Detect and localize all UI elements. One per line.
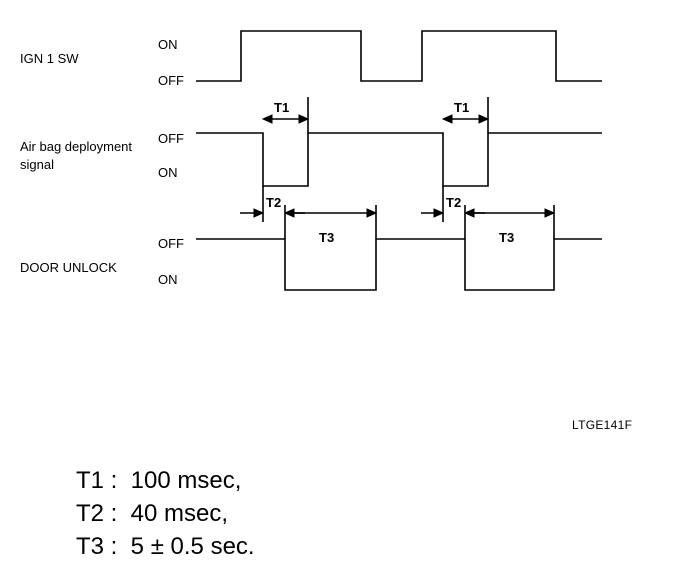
figure-code: LTGE141F [572,418,633,432]
t3-arrowhead-right-1 [366,208,378,218]
legend-row-t2: T2 : 40 msec, [76,500,229,527]
door-unlock-waveform [196,238,602,291]
level-label-airbag-on: ON [158,165,178,180]
airbag-signal-waveform [196,132,602,187]
t3-arrowhead-right-2 [544,208,556,218]
legend-row-t1: T1 : 100 msec, [76,467,242,494]
signal-name-airbag-line-2: signal [20,157,54,172]
level-label-ign-on: ON [158,37,178,52]
ign-sw-waveform [196,30,602,82]
level-label-airbag-off: OFF [158,131,184,146]
t1-label-1: T1 [274,100,290,115]
t2-label-2: T2 [446,195,462,210]
t1-arrowhead-left-1 [261,114,273,124]
level-label-ign-off: OFF [158,73,184,88]
t1-label-2: T1 [454,100,470,115]
legend-row-t3: T3 : 5 ± 0.5 sec. [76,533,255,560]
signal-name-ign-sw: IGN 1 SW [20,51,79,66]
t1-arrowhead-right-2 [478,114,490,124]
t1-arrowhead-left-2 [441,114,453,124]
level-label-door-off: OFF [158,236,184,251]
t1-arrowhead-right-1 [298,114,310,124]
t3-label-2: T3 [499,230,515,245]
t2-label-1: T2 [266,195,282,210]
t3-label-1: T3 [319,230,335,245]
timing-legend: T1 : 100 msec, T2 : 40 msec, T3 : 5 ± 0.… [76,464,255,563]
t2-arrowhead-left-1 [253,208,265,218]
t2-arrowhead-left-2 [433,208,445,218]
signal-name-airbag-line-1: Air bag deployment [20,139,133,154]
signal-name-door-unlock: DOOR UNLOCK [20,260,117,275]
level-label-door-on: ON [158,272,178,287]
